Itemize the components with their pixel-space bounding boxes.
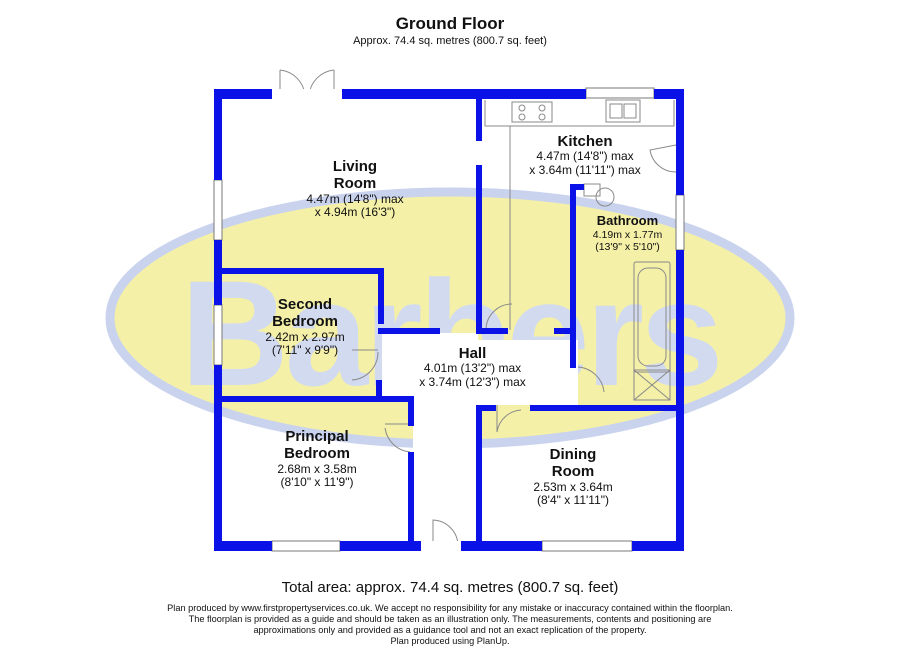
room-living: Living Room 4.47m (14'8") max x 4.94m (1… [265, 158, 445, 220]
wall-dining-top [530, 405, 676, 411]
window-dining [541, 540, 633, 552]
dining-door [496, 405, 522, 433]
room-bathroom-dims: 4.19m x 1.77m (13'9" x 5'10") [592, 228, 663, 253]
room-hall: Hall 4.01m (13'2") max x 3.74m (12'3") m… [400, 345, 545, 390]
bathroom-door [577, 366, 605, 393]
kitchen-inner-door [485, 303, 513, 331]
floor-title: Ground Floor [395, 14, 505, 33]
sink-icon [605, 99, 641, 123]
wall-right-1 [676, 89, 684, 195]
room-dining-name: Dining Room [549, 446, 597, 481]
wall-kitchen-bathroom [570, 184, 576, 334]
wall-top-left [214, 89, 272, 99]
wall-right-2 [676, 250, 684, 551]
walls [214, 89, 684, 551]
wall-left-2 [214, 240, 222, 305]
hob-icon [511, 101, 553, 123]
room-bathroom-name: Bathroom [596, 213, 659, 228]
room-second-bedroom: Second Bedroom 2.42m x 2.97m (7'11" x 9'… [230, 296, 380, 358]
floor-subtitle: Approx. 74.4 sq. metres (800.7 sq. feet) [353, 35, 547, 47]
room-hall-name: Hall [458, 345, 487, 362]
wall-top-mid [342, 89, 586, 99]
wall-bottom-2 [340, 541, 421, 551]
room-kitchen-dims: 4.47m (14'8") max x 3.64m (11'11") max [529, 149, 641, 178]
wall-bottom-3 [461, 541, 542, 551]
window-principal [271, 540, 341, 552]
wall-dining-left [476, 405, 482, 541]
room-dining-dims: 2.53m x 3.64m (8'4" x 11'11") [533, 479, 613, 508]
room-living-dims: 4.47m (14'8") max x 4.94m (16'3") [306, 191, 404, 220]
room-kitchen: Kitchen 4.47m (14'8") max x 3.64m (11'11… [505, 133, 665, 178]
room-principal-bedroom: Principal Bedroom 2.68m x 3.58m (8'10" x… [232, 428, 402, 490]
window-living-left [213, 179, 223, 241]
room-second-bedroom-dims: 2.42m x 2.97m (7'11" x 9'9") [265, 329, 345, 358]
french-door-opening [272, 89, 342, 99]
room-principal-bedroom-name: Principal Bedroom [284, 428, 350, 463]
second-bedroom-door [351, 349, 379, 381]
wall-hall-top-left [378, 328, 440, 334]
wall-second-bottom [222, 396, 382, 402]
kitchen-door [649, 144, 677, 173]
total-area: Total area: approx. 74.4 sq. metres (800… [281, 579, 619, 596]
bath-icon [633, 261, 671, 373]
room-kitchen-name: Kitchen [557, 133, 613, 150]
basin-icon [595, 187, 615, 207]
room-hall-dims: 4.01m (13'2") max x 3.74m (12'3") max [419, 361, 526, 390]
shower-tray [633, 369, 671, 401]
front-door-opening [421, 541, 461, 551]
disclaimer: Plan produced by www.firstpropertyservic… [167, 603, 733, 647]
window-second-bedroom [213, 304, 223, 366]
wall-bottom-4 [632, 541, 684, 551]
window-kitchen-top [585, 87, 655, 99]
room-second-bedroom-name: Second Bedroom [272, 296, 338, 331]
window-bathroom [675, 194, 685, 251]
wall-top-right [654, 89, 684, 99]
room-principal-bedroom-dims: 2.68m x 3.58m (8'10" x 11'9") [277, 461, 357, 490]
room-living-name: Living Room [332, 158, 378, 193]
kitchen-worktop [484, 100, 675, 127]
room-bathroom: Bathroom 4.19m x 1.77m (13'9" x 5'10") [580, 213, 675, 253]
wall-left-3 [214, 365, 222, 551]
wall-second-top [222, 268, 384, 274]
wall-bottom-1 [214, 541, 272, 551]
wall-principal-right [408, 396, 414, 426]
toilet-icon [583, 183, 601, 197]
room-dining: Dining Room 2.53m x 3.64m (8'4" x 11'11"… [498, 446, 648, 508]
wall-left-1 [214, 89, 222, 180]
wall-living-kitchen [476, 99, 482, 141]
front-door [432, 519, 459, 546]
